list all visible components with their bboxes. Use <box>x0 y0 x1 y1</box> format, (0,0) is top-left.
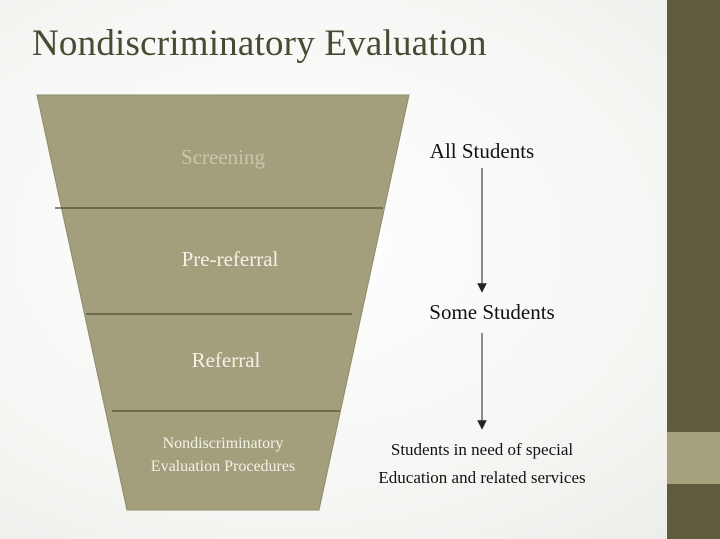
stage-prereferral-label: Pre-referral <box>182 247 279 271</box>
stage-evaluation-label-line2: Evaluation Procedures <box>151 458 295 475</box>
students-in-need-line2: Education and related services <box>378 468 586 487</box>
stage-screening-label: Screening <box>181 145 265 169</box>
side-accent <box>667 432 720 484</box>
slide-title: Nondiscriminatory Evaluation <box>32 23 487 64</box>
some-students-label: Some Students <box>429 300 555 324</box>
stage-evaluation-label-line1: Nondiscriminatory <box>163 435 284 452</box>
stage-referral-label: Referral <box>192 348 261 372</box>
students-in-need-label: Students in need of special Education an… <box>352 436 612 492</box>
all-students-label: All Students <box>429 139 535 163</box>
students-in-need-line1: Students in need of special <box>390 440 574 459</box>
funnel-shape <box>36 94 410 511</box>
